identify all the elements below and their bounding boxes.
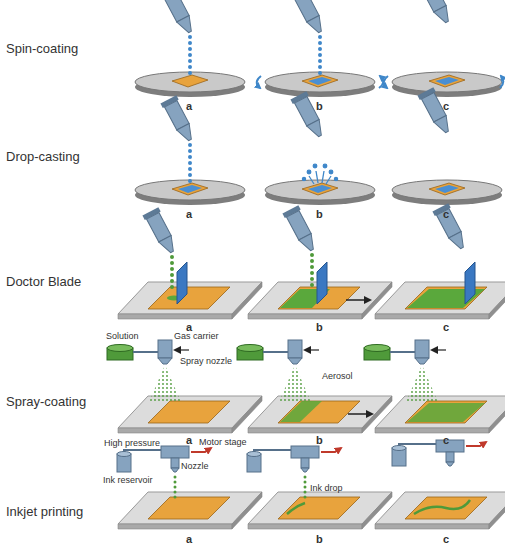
disc	[265, 180, 375, 205]
part-label: Ink reservoir	[103, 476, 153, 486]
ink-drops	[304, 477, 307, 500]
film	[308, 185, 332, 193]
motion-arrow	[346, 299, 370, 301]
spin-disc	[135, 72, 245, 97]
pipette	[282, 205, 319, 254]
printed-line	[287, 503, 305, 514]
doctor-blade-panels	[118, 203, 505, 319]
pipette	[417, 87, 454, 136]
platform	[248, 492, 392, 529]
ink-drops	[174, 477, 177, 502]
inkjet-panels	[117, 440, 505, 529]
pipette	[160, 0, 197, 36]
pipette	[290, 91, 327, 140]
row-title: Doctor Blade	[6, 275, 81, 289]
print-head	[247, 446, 341, 472]
part-label: High pressure	[104, 439, 160, 449]
motion-arrow	[348, 413, 372, 415]
spray-coating-panels	[107, 340, 505, 433]
part-label: Nozzle	[181, 462, 209, 472]
drops	[310, 255, 314, 288]
print-head	[392, 440, 486, 466]
panel-letter: a	[186, 100, 192, 112]
platform	[375, 396, 505, 433]
blade	[317, 262, 327, 304]
panel-letter: b	[316, 434, 323, 446]
panel-letter: a	[186, 434, 192, 446]
drops	[170, 257, 174, 292]
row-title: Spin-coating	[6, 42, 78, 56]
panel-letter: c	[443, 533, 449, 545]
blade	[177, 262, 187, 304]
sprayer	[237, 340, 319, 402]
film	[308, 77, 332, 85]
part-label: Motor stage	[199, 438, 247, 448]
pipette	[160, 95, 197, 144]
part-label: Spray nozzle	[180, 357, 232, 367]
platform	[118, 282, 262, 319]
film	[407, 403, 485, 422]
sprayer	[364, 340, 446, 402]
printed-line	[414, 500, 470, 514]
disc	[392, 180, 502, 205]
drops	[318, 37, 322, 76]
part-label: Ink drop	[310, 484, 343, 494]
panel-letter: c	[443, 100, 449, 112]
part-label: Aerosol	[322, 372, 353, 382]
film	[178, 185, 202, 193]
platform	[118, 492, 262, 529]
part-label: Gas carrier	[174, 332, 219, 342]
drop-casting-panels	[135, 87, 502, 205]
panel-letter: c	[443, 434, 449, 446]
pipette	[142, 207, 179, 256]
rotation-arrow	[384, 76, 388, 88]
pipette	[432, 203, 469, 252]
spin-coating-panels	[135, 0, 503, 97]
platform	[118, 396, 262, 433]
part-label: Solution	[106, 332, 139, 342]
panel-letter: b	[316, 321, 323, 333]
splash	[302, 164, 337, 184]
rotation-arrow	[257, 76, 261, 88]
platform	[375, 492, 505, 529]
rotation-arrow	[379, 76, 383, 88]
film	[435, 185, 459, 193]
drops	[188, 37, 192, 78]
panel-letter: b	[316, 208, 323, 220]
pipette	[290, 0, 327, 36]
panel-letter: b	[316, 533, 323, 545]
film	[435, 77, 459, 85]
print-head	[117, 446, 211, 472]
spin-disc	[265, 72, 375, 97]
panel-letter: b	[316, 100, 323, 112]
blade	[465, 262, 475, 304]
rotation-arrow	[500, 76, 503, 88]
sprayer	[107, 340, 189, 402]
platform	[248, 396, 392, 433]
disc	[135, 180, 245, 205]
film	[280, 401, 322, 422]
panel-letter: c	[443, 208, 449, 220]
row-title: Spray-coating	[6, 395, 86, 409]
row-title: Inkjet printing	[6, 505, 83, 519]
drops	[188, 145, 192, 186]
panel-letter: c	[443, 321, 449, 333]
pipette	[417, 0, 454, 26]
platform	[375, 282, 505, 319]
panel-letter: a	[186, 533, 192, 545]
spin-disc	[392, 72, 502, 97]
panel-letter: a	[186, 208, 192, 220]
row-title: Drop-casting	[6, 150, 80, 164]
